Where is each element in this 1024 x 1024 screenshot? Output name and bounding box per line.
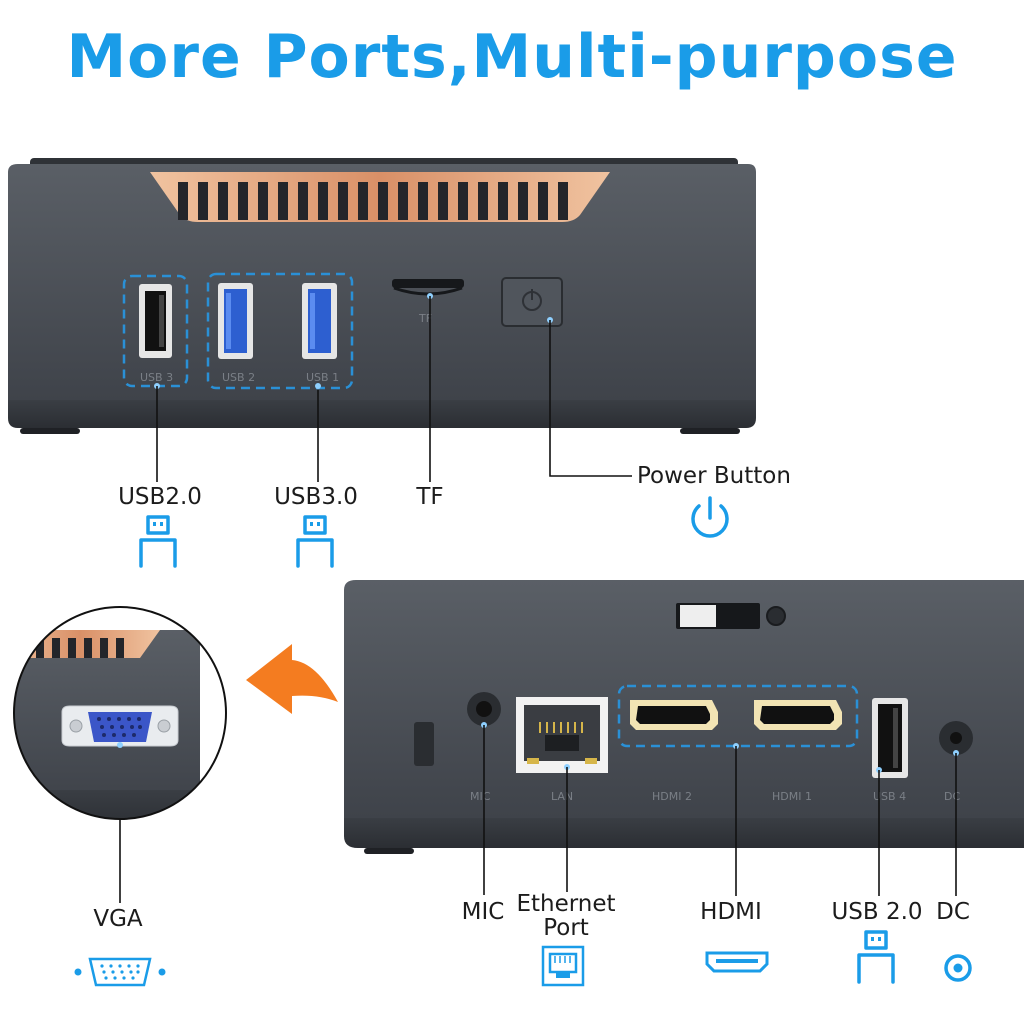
label-power-button: Power Button: [637, 463, 791, 489]
hdmi-ports: [630, 700, 842, 730]
back-leader-lines: [119, 725, 957, 903]
engraved-lan: LAN: [551, 790, 573, 803]
engraved-dc: DC: [944, 790, 960, 803]
engraved-hdmi1: HDMI 1: [772, 790, 812, 803]
power-icon: [691, 496, 729, 538]
label-dc: DC: [936, 899, 970, 925]
label-usb2-front: USB2.0: [118, 484, 202, 510]
usb-icon: [139, 515, 177, 568]
engraved-tf: TF: [418, 312, 432, 325]
label-ethernet-port: Ethernet Port: [516, 891, 616, 941]
hdmi-icon: [705, 951, 769, 973]
front-leader-lines: [156, 296, 632, 482]
lan-port: [516, 697, 608, 773]
label-usb3-front: USB3.0: [274, 484, 358, 510]
usb-icon: [296, 515, 334, 568]
power-button-device: [501, 277, 563, 327]
page-headline: More Ports,Multi-purpose: [66, 22, 958, 92]
vga-zoom-circle: [13, 606, 227, 820]
label-usb2-back: USB 2.0: [831, 899, 923, 925]
zoom-arrow: [246, 644, 338, 714]
engraved-usb2: USB 2: [222, 371, 255, 384]
engraved-usb3: USB 3: [140, 371, 173, 384]
vga-icon: [74, 957, 166, 987]
back-usb-port-4: [872, 698, 908, 778]
label-tf: TF: [416, 484, 444, 510]
engraved-hdmi2: HDMI 2: [652, 790, 692, 803]
back-device: MIC LAN HDMI 2 HDMI 1 USB 4 DC: [344, 580, 1024, 854]
engraved-mic: MIC: [470, 790, 491, 803]
front-usb-port-3: [122, 274, 189, 388]
label-vga: VGA: [93, 906, 143, 932]
label-mic: MIC: [461, 899, 505, 925]
front-usb3-ports: [206, 272, 354, 390]
engraved-usb1: USB 1: [306, 371, 339, 384]
dc-icon: [944, 954, 972, 982]
label-hdmi: HDMI: [700, 899, 762, 925]
engraved-usb4: USB 4: [873, 790, 906, 803]
usb-icon: [857, 930, 895, 984]
ethernet-icon: [541, 945, 585, 987]
front-device: USB 3 USB 2 USB 1 TF: [8, 158, 756, 434]
